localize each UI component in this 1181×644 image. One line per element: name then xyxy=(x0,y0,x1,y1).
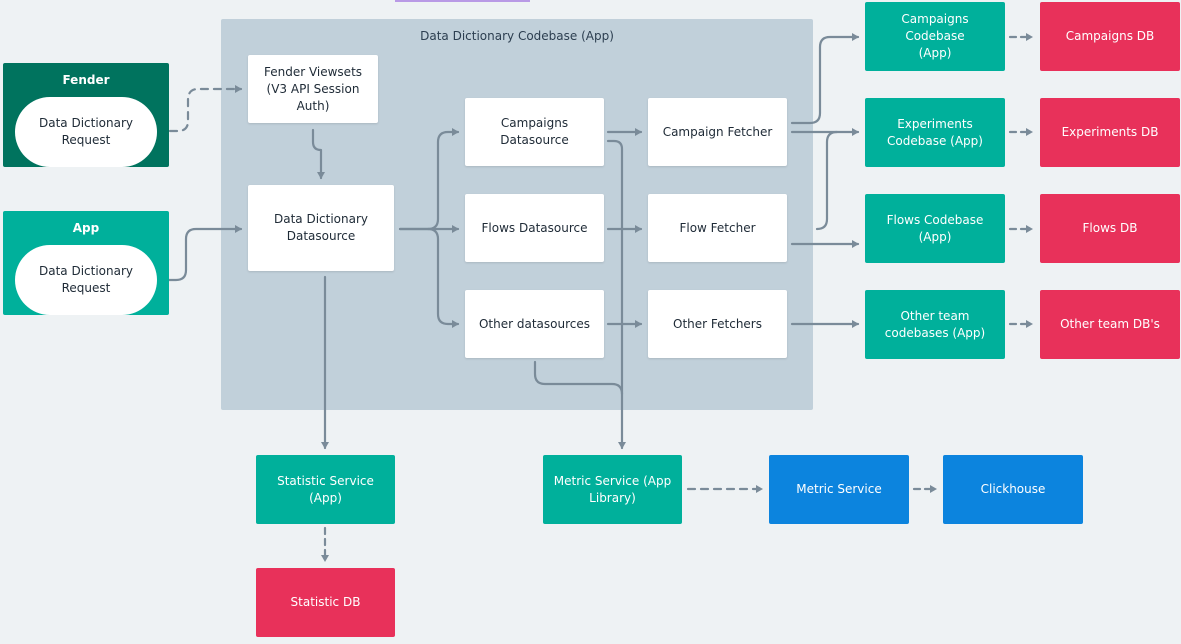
fender-request-pill[interactable]: Data Dictionary Request xyxy=(15,97,157,167)
campaigns-datasource-node[interactable]: Campaigns Datasource xyxy=(465,98,604,166)
edge-fender-to-viewsets xyxy=(155,85,243,133)
other-db-node[interactable]: Other team DB's xyxy=(1040,290,1180,359)
metric-service-node[interactable]: Metric Service xyxy=(769,455,909,524)
fender-group-title: Fender xyxy=(62,73,110,87)
flows-codebase-node[interactable]: Flows Codebase (App) xyxy=(865,194,1005,263)
statistic-service-node[interactable]: Statistic Service (App) xyxy=(256,455,395,524)
experiments-codebase-node[interactable]: Experiments Codebase (App) xyxy=(865,98,1005,167)
app-group-title: App xyxy=(72,221,100,235)
edge-dd-to-other-ds xyxy=(426,227,460,328)
clickhouse-node[interactable]: Clickhouse xyxy=(943,455,1083,524)
dd-datasource-node[interactable]: Data Dictionary Datasource xyxy=(248,185,394,271)
edge-campaign-fetcher-to-campaigns-codebase xyxy=(790,33,860,125)
experiments-db-node[interactable]: Experiments DB xyxy=(1040,98,1180,167)
edge-dd-to-campaigns-ds xyxy=(398,128,460,231)
flow-fetcher-node[interactable]: Flow Fetcher xyxy=(648,194,787,262)
other-fetchers-node[interactable]: Other Fetchers xyxy=(648,290,787,358)
fender-viewsets-node[interactable]: Fender Viewsets (V3 API Session Auth) xyxy=(248,55,378,123)
edge-campaigns-ds-to-metric xyxy=(606,139,626,450)
metric-service-library-node[interactable]: Metric Service (App Library) xyxy=(543,455,682,524)
frame-top-edge xyxy=(395,0,530,2)
campaign-fetcher-node[interactable]: Campaign Fetcher xyxy=(648,98,787,166)
flows-datasource-node[interactable]: Flows Datasource xyxy=(465,194,604,262)
other-codebases-node[interactable]: Other team codebases (App) xyxy=(865,290,1005,359)
container-title: Data Dictionary Codebase (App) xyxy=(420,29,614,43)
campaigns-db-node[interactable]: Campaigns DB xyxy=(1040,2,1180,71)
app-request-pill[interactable]: Data Dictionary Request xyxy=(15,245,157,315)
edge-app-to-dd-datasource xyxy=(155,225,243,282)
edge-other-ds-to-metric xyxy=(533,360,624,396)
edge-flow-fetcher-to-experiments-codebase xyxy=(815,130,839,231)
edge-viewsets-to-dd-datasource xyxy=(311,128,325,180)
flows-db-node[interactable]: Flows DB xyxy=(1040,194,1180,263)
statistic-db-node[interactable]: Statistic DB xyxy=(256,568,395,637)
other-datasources-node[interactable]: Other datasources xyxy=(465,290,604,358)
campaigns-codebase-node[interactable]: Campaigns Codebase (App) xyxy=(865,2,1005,71)
